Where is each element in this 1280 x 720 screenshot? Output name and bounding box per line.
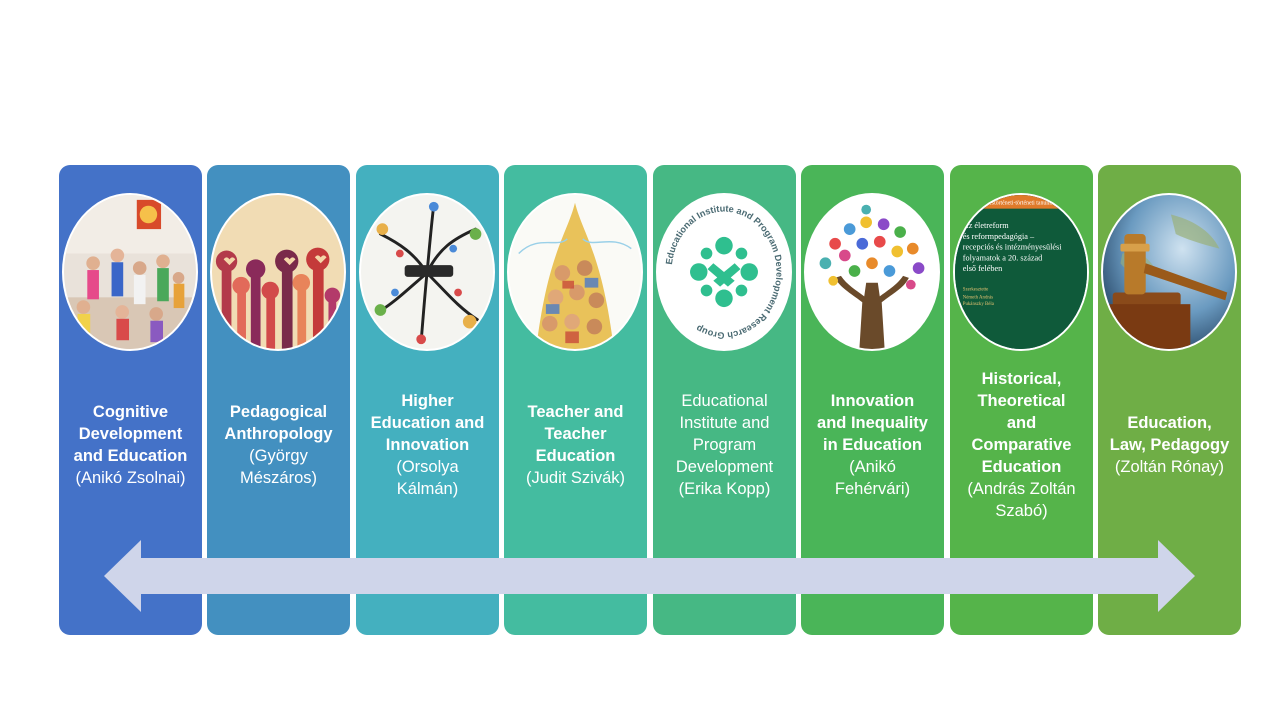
- book-series-label: Neveléstörténeti-történeti tanulmányok: [975, 201, 1066, 207]
- panel-pedagogical-anthropology: Pedagogical Anthropology (György Mészáro…: [207, 165, 350, 635]
- panel-title: Pedagogical Anthropology: [224, 403, 333, 443]
- panel-innovation-inequality: Innovation and Inequality in Education (…: [801, 165, 944, 635]
- panel-title: Education, Law, Pedagogy: [1109, 414, 1230, 454]
- panel-person: (Anikó Fehérvári): [834, 458, 911, 498]
- panel-person: (Erika Kopp): [678, 480, 771, 498]
- research-group-logo: Educational Institute and Program Develo…: [656, 193, 792, 351]
- children-yoga-photo: [62, 193, 198, 351]
- hands-tree-illustration: [804, 193, 940, 351]
- raised-hands-hearts-illustration: [210, 193, 346, 351]
- panel-title: Educational Institute and Program Develo…: [675, 392, 774, 476]
- panel-teacher-education: Teacher and Teacher Education (Judit Szi…: [504, 165, 647, 635]
- panel-person: (György Mészáros): [239, 447, 317, 487]
- innovation-mindmap-image: [359, 193, 495, 351]
- panel-education-law: Education, Law, Pedagogy (Zoltán Rónay): [1098, 165, 1241, 635]
- panel-title: Innovation and Inequality in Education: [817, 392, 928, 454]
- book-editors: Szerkesztette Németh András Pukánszky Bé…: [963, 288, 995, 308]
- panel-person: (András Zoltán Szabó): [967, 480, 1076, 520]
- panel-title: Historical, Theoretical and Comparative …: [971, 370, 1072, 476]
- panel-historical-comparative: Neveléstörténeti-történeti tanulmányok A…: [950, 165, 1093, 635]
- teacher-collage-image: [507, 193, 643, 351]
- book-cover-image: Neveléstörténeti-történeti tanulmányok A…: [953, 193, 1089, 351]
- panel-cognitive-development: Cognitive Development and Education (Ani…: [59, 165, 202, 635]
- panel-person: (Judit Szivák): [525, 469, 626, 487]
- book-title: Az életreform és reformpedagógia – recep…: [963, 221, 1064, 273]
- gavel-globe-image: [1101, 193, 1237, 351]
- panel-person: (Zoltán Rónay): [1114, 458, 1225, 476]
- panel-title: Higher Education and Innovation: [370, 392, 485, 454]
- panel-institute-program-development: Educational Institute and Program Develo…: [653, 165, 796, 635]
- panel-person: (Orsolya Kálmán): [396, 458, 459, 498]
- panel-higher-education: Higher Education and Innovation (Orsolya…: [356, 165, 499, 635]
- panel-person: (Anikó Zsolnai): [75, 469, 186, 487]
- panel-title: Cognitive Development and Education: [73, 403, 188, 465]
- panel-title: Teacher and Teacher Education: [527, 403, 624, 465]
